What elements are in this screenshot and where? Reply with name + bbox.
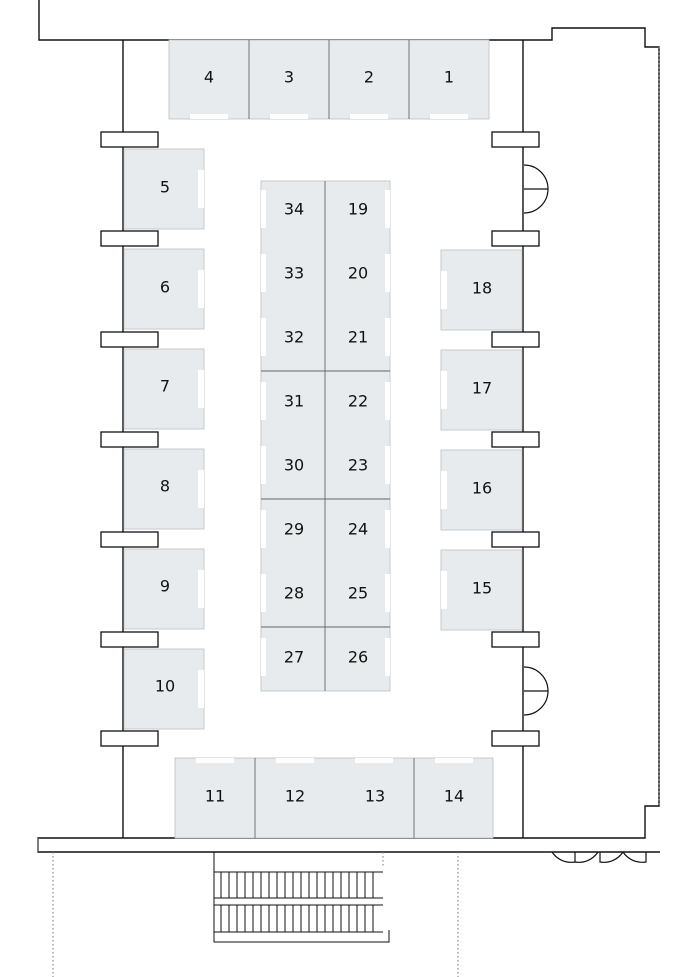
booth-7[interactable]: 7 (160, 377, 170, 396)
booth-row-left: 5 6 7 8 9 10 (123, 148, 205, 730)
stairs (52, 852, 459, 977)
booth-21[interactable]: 21 (348, 328, 368, 347)
booth-14[interactable]: 14 (444, 787, 464, 806)
booth-label: 31 (284, 392, 304, 411)
booth-label: 11 (205, 787, 225, 806)
booth-label: 29 (284, 520, 304, 539)
booth-3[interactable]: 3 (284, 68, 294, 87)
booth-label: 32 (284, 328, 304, 347)
booth-29[interactable]: 29 (284, 520, 304, 539)
booth-label: 21 (348, 328, 368, 347)
booth-28[interactable]: 28 (284, 584, 304, 603)
booth-label: 2 (364, 68, 374, 87)
booth-label: 15 (472, 579, 492, 598)
booth-20[interactable]: 20 (348, 264, 368, 283)
booth-5[interactable]: 5 (160, 178, 170, 197)
booth-label: 16 (472, 479, 492, 498)
booth-9[interactable]: 9 (160, 577, 170, 596)
booth-32[interactable]: 32 (284, 328, 304, 347)
booth-label: 22 (348, 392, 368, 411)
columns (100, 131, 540, 747)
booth-label: 13 (365, 787, 385, 806)
booth-label: 12 (285, 787, 305, 806)
booth-30[interactable]: 30 (284, 456, 304, 475)
booth-island-center: 34 19 33 20 32 21 31 22 30 23 29 24 28 2… (260, 180, 391, 692)
doors (523, 164, 647, 863)
booth-label: 34 (284, 200, 304, 219)
booth-2[interactable]: 2 (364, 68, 374, 87)
booth-label: 5 (160, 178, 170, 197)
booth-16[interactable]: 16 (472, 479, 492, 498)
booth-label: 7 (160, 377, 170, 396)
booth-19[interactable]: 19 (348, 200, 368, 219)
booth-17[interactable]: 17 (472, 379, 492, 398)
booth-8[interactable]: 8 (160, 477, 170, 496)
booth-34[interactable]: 34 (284, 200, 304, 219)
booth-label: 6 (160, 278, 170, 297)
booth-4[interactable]: 4 (204, 68, 214, 87)
booth-label: 17 (472, 379, 492, 398)
booth-23[interactable]: 23 (348, 456, 368, 475)
booth-label: 14 (444, 787, 464, 806)
booth-33[interactable]: 33 (284, 264, 304, 283)
booth-label: 26 (348, 648, 368, 667)
booth-label: 25 (348, 584, 368, 603)
booth-1[interactable]: 1 (444, 68, 454, 87)
booth-label: 9 (160, 577, 170, 596)
booth-label: 1 (444, 68, 454, 87)
booth-15[interactable]: 15 (472, 579, 492, 598)
booth-24[interactable]: 24 (348, 520, 368, 539)
booth-22[interactable]: 22 (348, 392, 368, 411)
booth-27[interactable]: 27 (284, 648, 304, 667)
booth-label: 33 (284, 264, 304, 283)
booth-31[interactable]: 31 (284, 392, 304, 411)
booth-18[interactable]: 18 (472, 279, 492, 298)
booth-13[interactable]: 13 (365, 787, 385, 806)
booth-25[interactable]: 25 (348, 584, 368, 603)
booth-label: 20 (348, 264, 368, 283)
booth-label: 19 (348, 200, 368, 219)
booth-label: 24 (348, 520, 368, 539)
booth-label: 18 (472, 279, 492, 298)
booth-row-bottom: 11 12 13 14 (174, 757, 494, 839)
booth-label: 8 (160, 477, 170, 496)
booth-label: 28 (284, 584, 304, 603)
booth-label: 27 (284, 648, 304, 667)
booth-row-top: 4 3 2 1 (168, 39, 490, 120)
booth-11[interactable]: 11 (205, 787, 225, 806)
booth-10[interactable]: 10 (155, 677, 175, 696)
booth-label: 4 (204, 68, 214, 87)
booth-label: 10 (155, 677, 175, 696)
booth-label: 23 (348, 456, 368, 475)
booth-6[interactable]: 6 (160, 278, 170, 297)
booth-12[interactable]: 12 (285, 787, 305, 806)
booth-row-right: 18 17 16 15 (440, 249, 523, 631)
booth-label: 3 (284, 68, 294, 87)
booth-26[interactable]: 26 (348, 648, 368, 667)
booth-label: 30 (284, 456, 304, 475)
